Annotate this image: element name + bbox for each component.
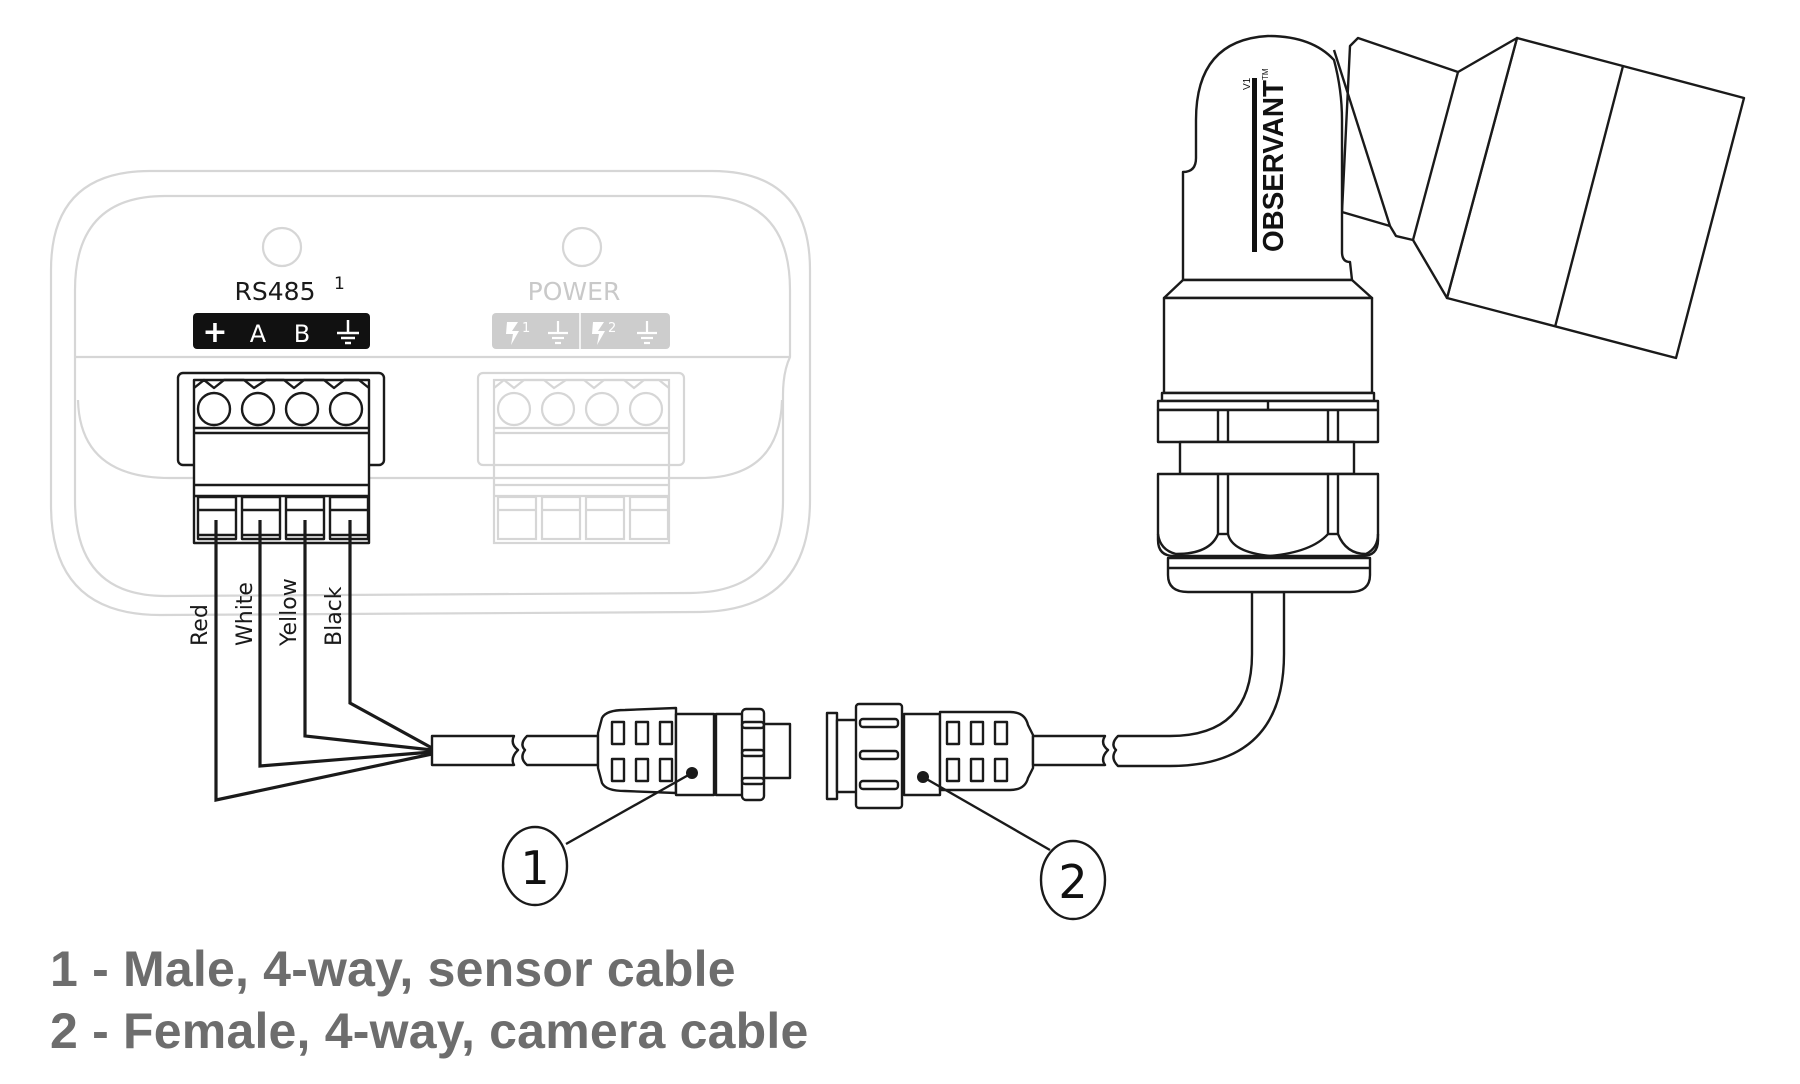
rs485-pin-label: + <box>202 315 227 350</box>
power-pin-index: 2 <box>608 321 616 336</box>
callout-legend: 1 - Male, 4-way, sensor cable 2 - Female… <box>50 938 808 1062</box>
wires: Red White Yellow Black <box>188 520 433 802</box>
wire-label-yellow: Yellow <box>277 578 302 647</box>
ground-icon <box>337 320 359 345</box>
callout-2: 2 <box>922 775 1107 921</box>
trademark-label: TM <box>1261 68 1270 80</box>
ground-icon <box>637 321 657 345</box>
legend-item-1: 1 - Male, 4-way, sensor cable <box>50 941 736 997</box>
rs485-pin-label: A <box>250 320 267 348</box>
power-terminal-block[interactable] <box>476 371 686 545</box>
power-1-icon <box>506 322 519 345</box>
enclosure <box>49 169 812 617</box>
wire-label-white: White <box>233 582 258 646</box>
callout-2-number: 2 <box>1058 855 1087 909</box>
wire-white <box>258 520 433 768</box>
camera-head <box>1181 34 1354 282</box>
wire-yellow <box>303 520 433 752</box>
camera-arm <box>1340 36 1519 300</box>
camera-model-label: V1 <box>1242 77 1253 90</box>
wire-red <box>214 520 433 802</box>
sensor-cable <box>430 734 600 767</box>
power-2-icon <box>592 322 605 345</box>
observant-logo-bar <box>1252 78 1257 252</box>
callout-1-number: 1 <box>520 841 549 895</box>
cable-gland-cap <box>1156 472 1380 558</box>
wire-label-red: Red <box>188 604 213 646</box>
power-pin-label-bar <box>492 313 670 349</box>
enclosure-outer-outline <box>49 169 812 617</box>
legend-item-2: 2 - Female, 4-way, camera cable <box>50 1003 809 1059</box>
enclosure-inner-outline <box>73 194 792 598</box>
rs485-led-indicator <box>261 226 303 268</box>
rs485-port: RS485 1 + A B <box>176 274 386 545</box>
rs485-pin-label: B <box>294 320 310 348</box>
camera-cable <box>1031 590 1286 768</box>
wire-label-black: Black <box>322 586 347 646</box>
rs485-label: RS485 <box>235 277 316 306</box>
power-port: POWER 1 2 <box>476 277 686 545</box>
ground-icon <box>548 321 568 345</box>
wire-black <box>348 520 433 750</box>
camera-neck <box>1162 278 1374 300</box>
callout-1: 1 <box>501 771 693 907</box>
rs485-footnote: 1 <box>334 274 345 294</box>
enclosure-lower-recess <box>76 399 784 480</box>
observant-logo: OBSERVANT <box>1258 80 1290 252</box>
female-connector[interactable] <box>825 702 1035 810</box>
camera: OBSERVANT V1 TM <box>1156 34 1746 594</box>
power-led-indicator <box>561 226 603 268</box>
rs485-pin-label-bar <box>193 313 370 349</box>
rs485-terminal-block[interactable] <box>176 371 386 545</box>
cable-gland-base <box>1166 556 1372 594</box>
power-pin-index: 1 <box>522 321 530 336</box>
cable-gland-nut <box>1156 408 1380 444</box>
power-label: POWER <box>528 277 621 306</box>
male-connector[interactable] <box>596 706 792 802</box>
camera-body <box>1162 296 1374 395</box>
